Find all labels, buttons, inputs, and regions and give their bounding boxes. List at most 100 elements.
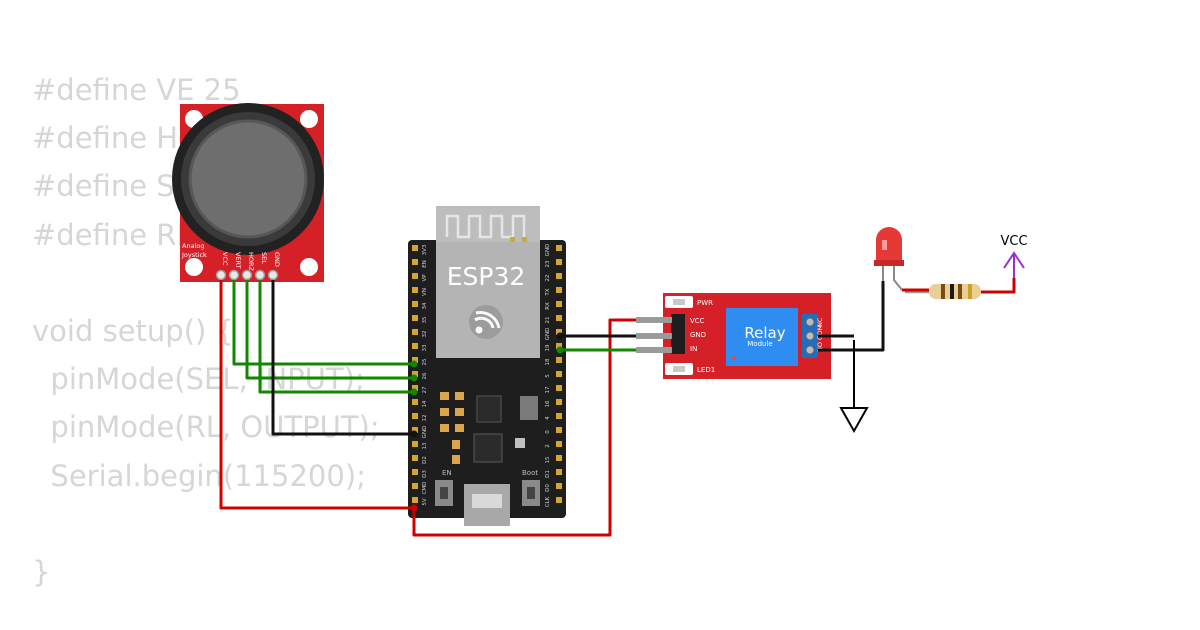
relay-pin-vcc[interactable] [636, 317, 672, 323]
esp32-header-pin[interactable] [412, 287, 418, 293]
wire-endpoint [410, 504, 418, 512]
esp32-header-pin[interactable] [556, 273, 562, 279]
esp32-header-pin[interactable] [412, 273, 418, 279]
esp32-header-pin[interactable] [556, 399, 562, 405]
red-led[interactable] [874, 227, 904, 291]
boot-button-label: Boot [522, 469, 538, 477]
resistor-band [941, 284, 945, 299]
joystick-pin-sel[interactable] [254, 269, 266, 281]
esp32-module-shield [436, 242, 540, 358]
esp32-header-pin[interactable] [412, 343, 418, 349]
esp32-pin-label: 27 [422, 386, 428, 393]
esp32-header-pin[interactable] [556, 287, 562, 293]
esp32-header-pin[interactable] [412, 371, 418, 377]
wire-endpoint [556, 346, 564, 354]
esp32-pin-label: 33 [422, 344, 428, 351]
esp32-header-pin[interactable] [556, 329, 562, 335]
esp32-pin-label: GND [545, 328, 551, 341]
wire-5v-relay[interactable] [412, 318, 668, 537]
esp32-header-pin[interactable] [556, 497, 562, 503]
relay-pins [636, 317, 672, 353]
ground-symbol [839, 340, 869, 434]
esp32-header-pin[interactable] [412, 497, 418, 503]
wire-vert[interactable] [232, 280, 414, 366]
led1-label: LED1 [697, 366, 715, 374]
esp32-header-pin[interactable] [412, 385, 418, 391]
esp32-header-pin[interactable] [556, 371, 562, 377]
esp32-header-pin[interactable] [412, 413, 418, 419]
joystick-pin-label: HORZ [247, 252, 255, 272]
esp32-pin-label: D1 [545, 470, 551, 478]
joystick-pin-horz[interactable] [241, 269, 253, 281]
wire-resistor-vcc[interactable] [981, 278, 1016, 294]
wire-sel[interactable] [258, 280, 414, 394]
esp32-header-pin[interactable] [556, 413, 562, 419]
esp32-header-pin[interactable] [412, 301, 418, 307]
esp32-header-pin[interactable] [556, 259, 562, 265]
esp32-header-pin[interactable] [412, 427, 418, 433]
esp32-header-pin[interactable] [412, 441, 418, 447]
esp32-pin-label: D2 [422, 456, 428, 464]
terminal-label: COM [816, 325, 824, 340]
esp32-pin-label: CLK [545, 496, 551, 507]
smd-part [515, 438, 525, 448]
esp32-header-pin[interactable] [412, 483, 418, 489]
esp32-header-pin[interactable] [556, 483, 562, 489]
led-leg [893, 262, 903, 291]
terminal-screw [805, 317, 815, 327]
led-rim [874, 260, 904, 266]
joystick-pin-vert[interactable] [228, 269, 240, 281]
analog-joystick[interactable]: Analog Joystick VCC VERT HORZ SEL GND [172, 103, 324, 282]
smd-part [440, 424, 449, 432]
esp32-header-pin[interactable] [556, 385, 562, 391]
esp32-header-pin[interactable] [412, 469, 418, 475]
esp32-pin-label: 17 [545, 386, 551, 393]
en-button-cap [440, 487, 448, 499]
smd-part [440, 392, 449, 400]
esp32-pin-label: 0 [545, 430, 551, 434]
esp32-header-pin[interactable] [556, 357, 562, 363]
esp32-header-pin[interactable] [556, 343, 562, 349]
joystick-pin-vcc[interactable] [215, 269, 227, 281]
wire-vcc-joystick[interactable] [219, 280, 414, 510]
relay-pin-in[interactable] [636, 347, 672, 353]
esp32-pin-label: 14 [422, 400, 428, 407]
esp32-header-pin[interactable] [556, 455, 562, 461]
wire-no-led[interactable] [818, 281, 885, 352]
esp32-devkit[interactable]: ESP32 EN Boot 3V3ENVPVN34353233252627141… [408, 206, 566, 526]
relay-pin-gnd[interactable] [636, 333, 672, 339]
esp32-pin-label: 16 [545, 400, 551, 407]
esp32-header-pin[interactable] [556, 427, 562, 433]
esp32-header-pin[interactable] [412, 315, 418, 321]
wire-horz[interactable] [245, 280, 414, 380]
esp32-header-pin[interactable] [412, 259, 418, 265]
esp32-header-pin[interactable] [556, 245, 562, 251]
joystick-knob[interactable] [188, 119, 308, 239]
wire-endpoint [410, 430, 418, 438]
esp32-header-pin[interactable] [556, 301, 562, 307]
relay-pin-header [671, 314, 685, 354]
esp32-header-pin[interactable] [412, 455, 418, 461]
usb-uart-chip [473, 433, 503, 463]
wire-endpoint [410, 374, 418, 382]
esp32-header-pin[interactable] [412, 399, 418, 405]
esp32-pin-label: 5 [545, 374, 551, 378]
esp32-header-pin[interactable] [556, 315, 562, 321]
wire-gnd-joystick[interactable] [271, 280, 414, 436]
relay-module[interactable]: PWR LED1 VCC GND IN Relay Module NO COM … [663, 293, 831, 379]
esp32-header-pin[interactable] [412, 357, 418, 363]
esp32-header-pin[interactable] [412, 245, 418, 251]
esp32-pin-label: VN [422, 288, 428, 296]
smd-part [455, 424, 464, 432]
esp32-header-pin[interactable] [556, 469, 562, 475]
joystick-pin-gnd[interactable] [267, 269, 279, 281]
led-body [876, 227, 902, 264]
esp32-header-pin[interactable] [556, 441, 562, 447]
esp32-pin-label: 32 [422, 331, 428, 338]
wire-endpoint [410, 388, 418, 396]
wires [219, 278, 1016, 537]
esp32-header-pin[interactable] [412, 329, 418, 335]
usb-opening [472, 494, 502, 508]
